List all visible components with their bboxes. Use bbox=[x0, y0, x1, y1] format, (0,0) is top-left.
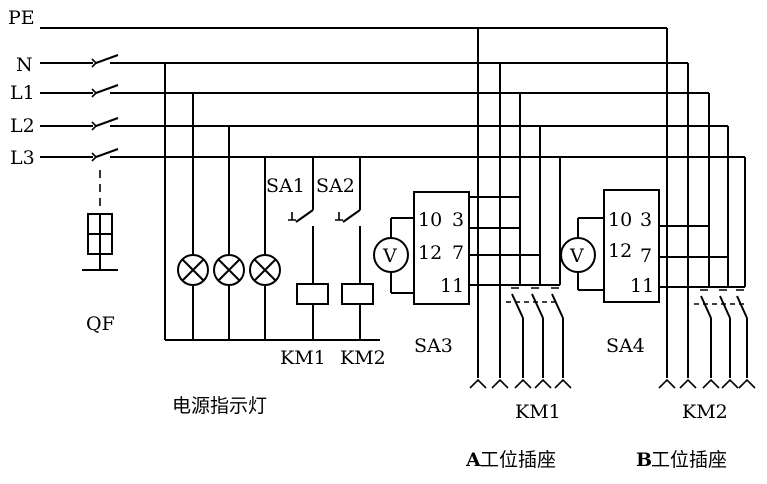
l2-label: L2 bbox=[10, 115, 35, 137]
bus-lines bbox=[40, 27, 745, 158]
pe-label: PE bbox=[8, 7, 35, 29]
sa3-t11: 11 bbox=[440, 275, 464, 297]
qf-breaker bbox=[82, 54, 119, 271]
l1-label: L1 bbox=[10, 82, 35, 104]
socket-icon bbox=[658, 378, 756, 389]
sa4-t7: 7 bbox=[640, 245, 652, 267]
station-a-outputs bbox=[469, 28, 572, 389]
station-a-letter: A bbox=[465, 449, 481, 471]
lamp-icon bbox=[249, 254, 281, 286]
sa3-label: SA3 bbox=[414, 335, 453, 357]
station-b-letter: B bbox=[636, 449, 652, 471]
lamp-icon bbox=[177, 254, 209, 286]
sa3-t7: 7 bbox=[452, 242, 464, 264]
qf-label: QF bbox=[86, 313, 115, 335]
sa4-t12: 12 bbox=[608, 240, 632, 262]
sa1-label: SA1 bbox=[266, 175, 305, 197]
socket-icon bbox=[469, 378, 572, 389]
control-circuit bbox=[265, 156, 380, 340]
km1-contacts-icon bbox=[506, 287, 564, 378]
sa3-t10: 10 bbox=[418, 209, 442, 231]
sa1-switch-icon bbox=[288, 209, 314, 284]
voltmeter-icon: V bbox=[560, 237, 596, 273]
station-b-outputs bbox=[658, 28, 756, 389]
station-a-caption: 工位插座 bbox=[480, 449, 556, 471]
sa2-switch-icon bbox=[335, 209, 361, 284]
station-b-caption: 工位插座 bbox=[651, 449, 727, 471]
l3-label: L3 bbox=[10, 147, 35, 169]
station-b-contacts-label: KM2 bbox=[682, 401, 728, 423]
km2-contacts-icon bbox=[694, 289, 748, 378]
station-a-contacts-label: KM1 bbox=[515, 401, 561, 423]
lamp-icon bbox=[213, 254, 245, 286]
sa4-t11: 11 bbox=[630, 275, 654, 297]
sa3-t3: 3 bbox=[452, 209, 464, 231]
km2-coil-icon bbox=[341, 283, 374, 305]
sa4-t3: 3 bbox=[640, 209, 652, 231]
svg-text:V: V bbox=[382, 245, 397, 267]
voltmeter-icon: V bbox=[373, 237, 409, 273]
sa2-label: SA2 bbox=[316, 175, 355, 197]
km1-coil-icon bbox=[296, 283, 329, 305]
indicator-lamps bbox=[164, 63, 380, 341]
indicator-caption: 电源指示灯 bbox=[172, 395, 267, 417]
n-label: N bbox=[16, 54, 33, 76]
km2-coil-label: KM2 bbox=[340, 347, 386, 369]
svg-text:V: V bbox=[569, 245, 584, 267]
sa3-t12: 12 bbox=[418, 242, 442, 264]
sa4-label: SA4 bbox=[606, 335, 645, 357]
km1-coil-label: KM1 bbox=[280, 347, 326, 369]
sa4-t10: 10 bbox=[608, 209, 632, 231]
sa4-block: V bbox=[560, 189, 745, 303]
